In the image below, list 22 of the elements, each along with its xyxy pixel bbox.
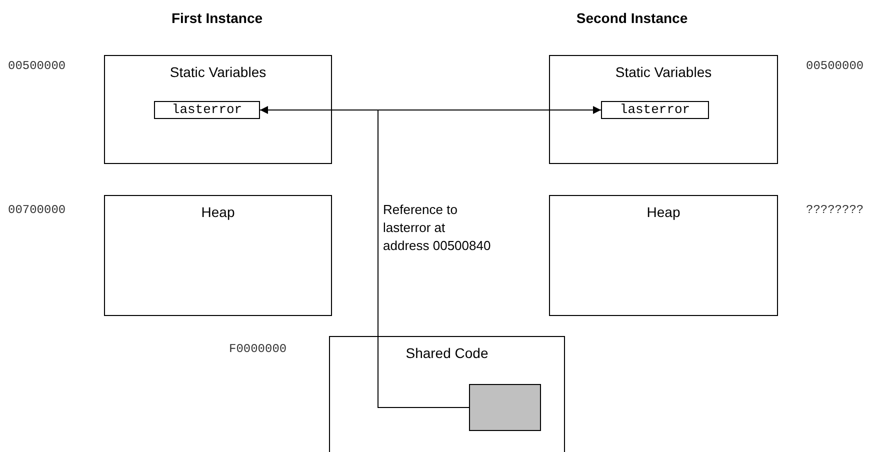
variable-box: lasterror	[154, 101, 260, 119]
region-title: Static Variables	[168, 64, 268, 80]
memory-region-box	[104, 195, 332, 316]
column-heading: Second Instance	[576, 10, 688, 26]
memory-region-box	[104, 55, 332, 164]
memory-region-box	[329, 336, 565, 452]
column-heading: First Instance	[171, 10, 263, 26]
code-block	[469, 384, 541, 431]
address-label: 00500000	[806, 59, 864, 73]
variable-box: lasterror	[601, 101, 709, 119]
address-label: F0000000	[229, 342, 287, 356]
edge-label: Reference to lasterror at address 00500840	[383, 201, 492, 255]
region-title: Heap	[200, 204, 236, 220]
memory-region-box	[549, 195, 778, 316]
reference-arrow	[378, 106, 602, 408]
region-title: Shared Code	[404, 345, 490, 361]
address-label: ????????	[806, 203, 864, 217]
address-label: 00500000	[8, 59, 66, 73]
memory-region-box	[549, 55, 778, 164]
region-title: Heap	[646, 204, 682, 220]
region-title: Static Variables	[614, 64, 713, 80]
address-label: 00700000	[8, 203, 66, 217]
